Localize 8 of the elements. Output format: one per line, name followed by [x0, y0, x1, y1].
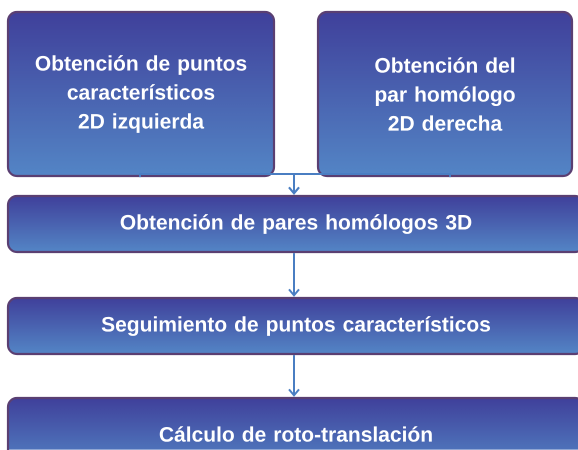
process-box: Cálculo de roto-translación: [6, 396, 578, 450]
arrow: [288, 253, 300, 297]
arrow: [288, 355, 300, 397]
arrow: [288, 173, 451, 195]
process-box: Obtención de puntos característicos 2D izquierda: [6, 10, 276, 178]
process-box: Obtención de pares homólogos 3D: [6, 194, 578, 254]
process-box: Seguimiento de puntos característicos: [6, 296, 578, 356]
process-box: Obtención del par homólogo 2D derecha: [316, 10, 574, 178]
